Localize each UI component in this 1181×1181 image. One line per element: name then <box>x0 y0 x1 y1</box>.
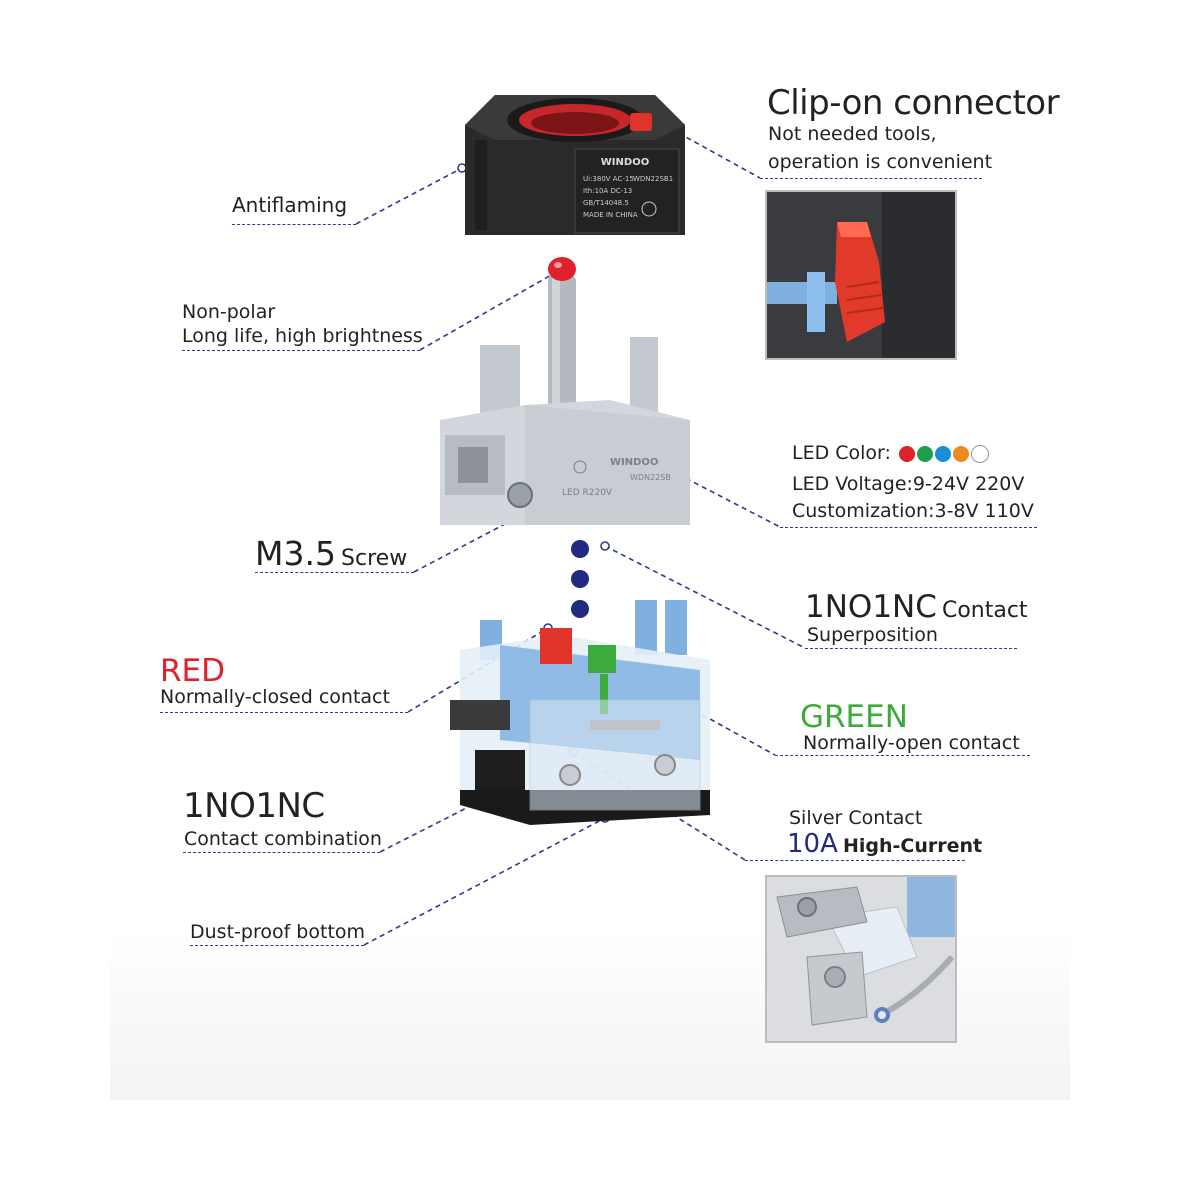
red-title: RED <box>160 653 225 689</box>
green-sub: Normally-open contact <box>803 732 1020 754</box>
led-voltage-label: LED Voltage:9-24V 220V <box>792 473 1025 495</box>
contact-block-image <box>450 600 710 825</box>
inset-silver-photo <box>765 875 957 1043</box>
dust-underline <box>190 945 364 946</box>
nonpolar-line2: Long life, high brightness <box>182 325 423 347</box>
lamp-model: WDN22SB <box>630 473 671 482</box>
led-bulb <box>548 257 576 281</box>
screw-underline <box>255 572 414 573</box>
led-module-image: WINDOO WDN22SB LED R220V <box>440 257 690 525</box>
nonpolar-line1: Non-polar <box>182 301 276 323</box>
contact-label: 1NO1NC Contact <box>805 589 1028 626</box>
holder-line1: Ui:380V AC-15 <box>583 175 634 183</box>
led-color-dot <box>934 445 951 462</box>
inset-clip-photo <box>765 190 957 360</box>
dust-label: Dust-proof bottom <box>190 921 366 943</box>
silver-underline <box>745 860 965 861</box>
combo-title: 1NO1NC <box>183 786 325 826</box>
current-label: 10A High-Current <box>787 829 983 860</box>
clip-underline <box>760 178 982 179</box>
leader-dust <box>363 817 606 946</box>
antiflaming-underline <box>232 224 356 225</box>
led-color-row: LED Color: <box>792 442 989 465</box>
combo-sub: Contact combination <box>184 828 382 850</box>
led-color-dot <box>952 445 969 462</box>
lamp-brand: WINDOO <box>610 457 658 468</box>
clip-red <box>630 113 652 131</box>
lamp-rating: LED R220V <box>562 488 613 498</box>
led-color-dot <box>916 445 933 462</box>
contact-word: Contact <box>941 598 1028 623</box>
led-color-dots <box>897 442 989 464</box>
red-sub: Normally-closed contact <box>160 686 390 708</box>
clip-line1: Not needed tools, <box>768 123 937 145</box>
screw-word: Screw <box>341 546 408 571</box>
holder-brand: WINDOO <box>601 157 649 168</box>
clip-line2: operation is convenient <box>768 151 993 173</box>
led-underline <box>780 527 1037 528</box>
high-current: High-Current <box>842 835 983 857</box>
red-nc-plunger <box>540 628 572 664</box>
clip-title: Clip-on connector <box>767 83 1060 123</box>
customization-label: Customization:3-8V 110V <box>792 500 1034 522</box>
holder-line3: GB/T14048.5 <box>583 199 629 207</box>
led-color-dot <box>970 444 989 463</box>
contact-big: 1NO1NC <box>805 589 937 625</box>
contact-underline <box>805 648 1017 649</box>
screw-label: M3.5 Screw <box>255 535 407 573</box>
leader-contact <box>604 545 806 649</box>
holder-model: WDN22SB1 <box>633 175 673 183</box>
holder-line2: Ith:10A DC-13 <box>583 187 632 195</box>
holder-line4: MADE IN CHINA <box>583 211 638 219</box>
amp-value: 10A <box>787 829 838 859</box>
lamp-holder-image: WINDOO Ui:380V AC-15 WDN22SB1 Ith:10A DC… <box>465 95 685 235</box>
antiflaming-label: Antiflaming <box>232 193 348 217</box>
green-underline <box>775 755 1030 756</box>
led-color-label: LED Color: <box>792 442 891 464</box>
green-title: GREEN <box>800 699 908 735</box>
superposition-label: Superposition <box>807 624 938 646</box>
silver-label: Silver Contact <box>789 807 923 829</box>
leader-antiflaming <box>355 167 463 225</box>
red-underline <box>160 712 408 713</box>
nonpolar-underline <box>182 350 420 351</box>
green-no-plunger <box>588 645 616 673</box>
screw-size: M3.5 <box>255 534 336 573</box>
stack-dots <box>571 540 589 618</box>
combo-underline <box>183 852 380 853</box>
led-color-dot <box>898 445 915 462</box>
